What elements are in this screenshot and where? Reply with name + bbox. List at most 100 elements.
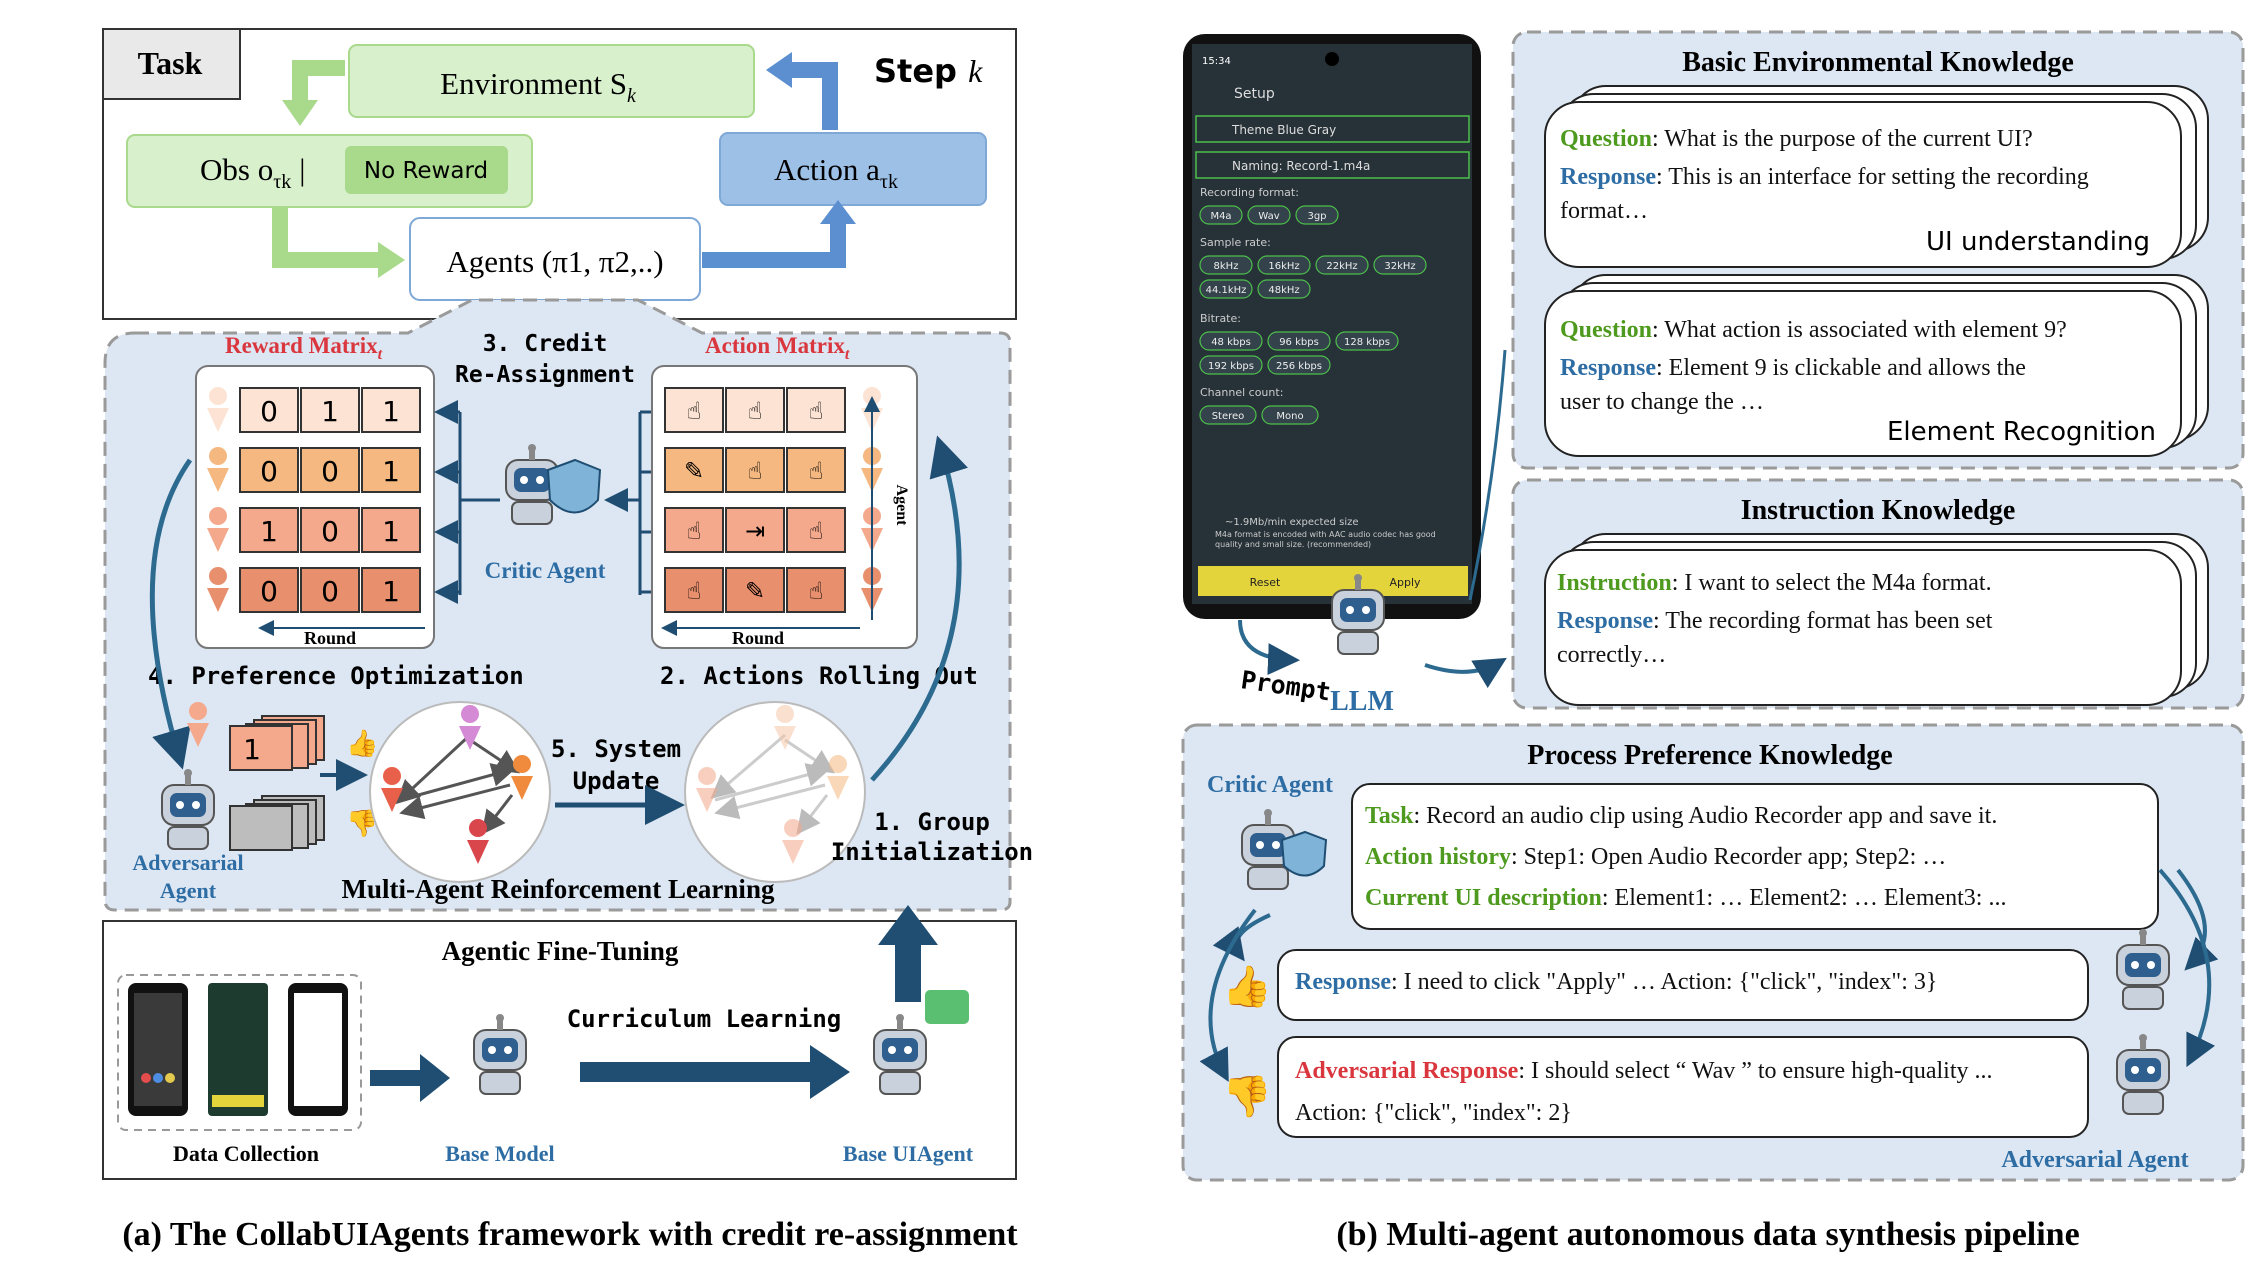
reward-cell-value: 1 bbox=[321, 395, 339, 428]
card1-stack bbox=[1544, 85, 2209, 268]
phone-channel: Channel count: bbox=[1200, 386, 1283, 399]
phone-chip bbox=[1199, 355, 1263, 375]
phone-chip-label: Wav bbox=[1258, 211, 1279, 222]
action-cell-icon: ☝ bbox=[687, 397, 702, 425]
phone-camera bbox=[1325, 52, 1339, 66]
adversarial-response-content: Adversarial Response: I should select “ … bbox=[1295, 1058, 1993, 1126]
uiagent-to-marl-arrow bbox=[878, 905, 938, 1002]
preference-step-label: 4. Preference Optimization bbox=[148, 662, 524, 690]
action-cell-icon: ⇥ bbox=[745, 517, 765, 545]
graph-edges-trained bbox=[395, 733, 520, 835]
system-update-label-1: 5. System bbox=[551, 735, 681, 763]
reward-cell bbox=[361, 447, 421, 493]
data-collection-phones bbox=[128, 983, 348, 1116]
action-cell-icon: ☝ bbox=[748, 397, 763, 425]
adversarial-response-box bbox=[1277, 1036, 2089, 1138]
step-label: Step k bbox=[874, 52, 983, 90]
reward-cell bbox=[361, 507, 421, 553]
reward-cell-value: 1 bbox=[382, 395, 400, 428]
phone-chip bbox=[1315, 255, 1369, 275]
action-cell-icon: ☝ bbox=[809, 397, 824, 425]
phone-chip bbox=[1199, 331, 1263, 351]
card1-tag: UI understanding bbox=[1926, 227, 2150, 257]
actions-step-label: 2. Actions Rolling Out bbox=[660, 662, 978, 690]
critic-to-reward-arrows bbox=[434, 400, 660, 604]
phone-chip-label: 48 kbps bbox=[1211, 337, 1251, 348]
reward-cell bbox=[239, 447, 299, 493]
task-label-box bbox=[102, 28, 241, 100]
action-cell bbox=[725, 387, 785, 433]
action-cell-icon: ☝ bbox=[809, 457, 824, 485]
group-init-label-2: Initialization bbox=[831, 838, 1033, 866]
action-cell bbox=[786, 507, 846, 553]
phone-setup: Setup bbox=[1234, 86, 1275, 102]
card2-tag: Element Recognition bbox=[1887, 417, 2156, 447]
phone-time: 15:34 bbox=[1202, 56, 1231, 67]
phone-naming-row bbox=[1195, 151, 1470, 179]
ui-desc-key: Current UI description bbox=[1365, 885, 1602, 911]
obs-to-agents-arrow bbox=[272, 208, 380, 268]
reward-cell bbox=[300, 387, 360, 433]
context-to-responder-arrow bbox=[2176, 868, 2219, 971]
phone-naming: Naming: Record-1.m4a bbox=[1232, 159, 1370, 173]
curriculum-arrow bbox=[580, 1045, 850, 1099]
llm-label: LLM bbox=[1330, 686, 1394, 717]
environment-label: Environment Sk bbox=[440, 66, 637, 107]
action-matrix-title: Action Matrixt bbox=[705, 333, 850, 363]
adversarial-label-1: Adversarial bbox=[132, 850, 243, 875]
data-collection-label: Data Collection bbox=[173, 1141, 319, 1166]
phone-chip bbox=[1267, 355, 1331, 375]
agent-graph-trained bbox=[369, 701, 551, 883]
context-to-adversary-arrow bbox=[2158, 868, 2216, 1068]
phone-chip-label: 44.1kHz bbox=[1206, 285, 1247, 296]
agents-to-action-arrowhead bbox=[820, 200, 856, 224]
group-init-label-1: 1. Group bbox=[874, 808, 990, 836]
reward-cell-value: 0 bbox=[260, 455, 278, 488]
critic-agent-label: Critic Agent bbox=[485, 558, 606, 583]
reward-cell-value: 0 bbox=[260, 575, 278, 608]
card1-content: Question: What is the purpose of the cur… bbox=[1560, 126, 2089, 224]
phone-chip-label: 48kHz bbox=[1268, 285, 1299, 296]
card2-content: Question: What action is associated with… bbox=[1560, 317, 2067, 415]
action-cell-icon: ✎ bbox=[745, 577, 765, 605]
card2-stack bbox=[1544, 274, 2209, 457]
phone-chip-label: 192 kbps bbox=[1208, 361, 1254, 372]
system-update-label-2: Update bbox=[573, 767, 660, 795]
adversarial-agent-label-right: Adversarial Agent bbox=[2001, 1147, 2188, 1173]
reward-cell bbox=[239, 567, 299, 613]
phone-chip bbox=[1335, 331, 1399, 351]
adversarial-label-2: Agent bbox=[160, 878, 217, 903]
shield-icon bbox=[546, 458, 602, 514]
card3-response: : The recording format has been set corr… bbox=[1557, 608, 1993, 668]
action-box bbox=[719, 132, 987, 206]
chat-bubble-icon bbox=[925, 990, 969, 1024]
reward-cell-value: 0 bbox=[321, 575, 339, 608]
action-cell-icon: ☝ bbox=[809, 517, 824, 545]
env-to-obs-arrowhead bbox=[282, 100, 318, 126]
task-label: Task bbox=[138, 45, 203, 81]
card2-question: : What action is associated with element… bbox=[1652, 317, 2067, 343]
action-cell-icon: ✎ bbox=[684, 457, 704, 485]
context-box bbox=[1351, 783, 2159, 930]
action-cell bbox=[664, 567, 724, 613]
action-round-label: Round bbox=[732, 628, 784, 648]
card2-response: : Element 9 is clickable and allows the … bbox=[1560, 355, 2026, 415]
critic-to-down-arrow bbox=[1199, 908, 1257, 1083]
phone-theme: Theme Blue Gray bbox=[1231, 123, 1336, 137]
reward-cell-value: 0 bbox=[260, 395, 278, 428]
reward-matrix-title: Reward Matrixt bbox=[225, 333, 383, 363]
environment-box bbox=[348, 44, 755, 118]
collection-to-model-arrow bbox=[370, 1054, 450, 1102]
base-model-label: Base Model bbox=[445, 1141, 554, 1166]
no-reward-badge bbox=[345, 146, 508, 194]
action-cell bbox=[664, 507, 724, 553]
context-content: Task: Record an audio clip using Audio R… bbox=[1365, 803, 2006, 911]
phone-chip bbox=[1199, 279, 1253, 299]
history-text: : Step1: Open Audio Recorder app; Step2:… bbox=[1511, 844, 1947, 870]
phone-chip-label: Mono bbox=[1276, 411, 1303, 422]
llm-to-knowledge-arrow bbox=[1424, 657, 1507, 689]
action-to-env-arrow bbox=[790, 62, 838, 130]
